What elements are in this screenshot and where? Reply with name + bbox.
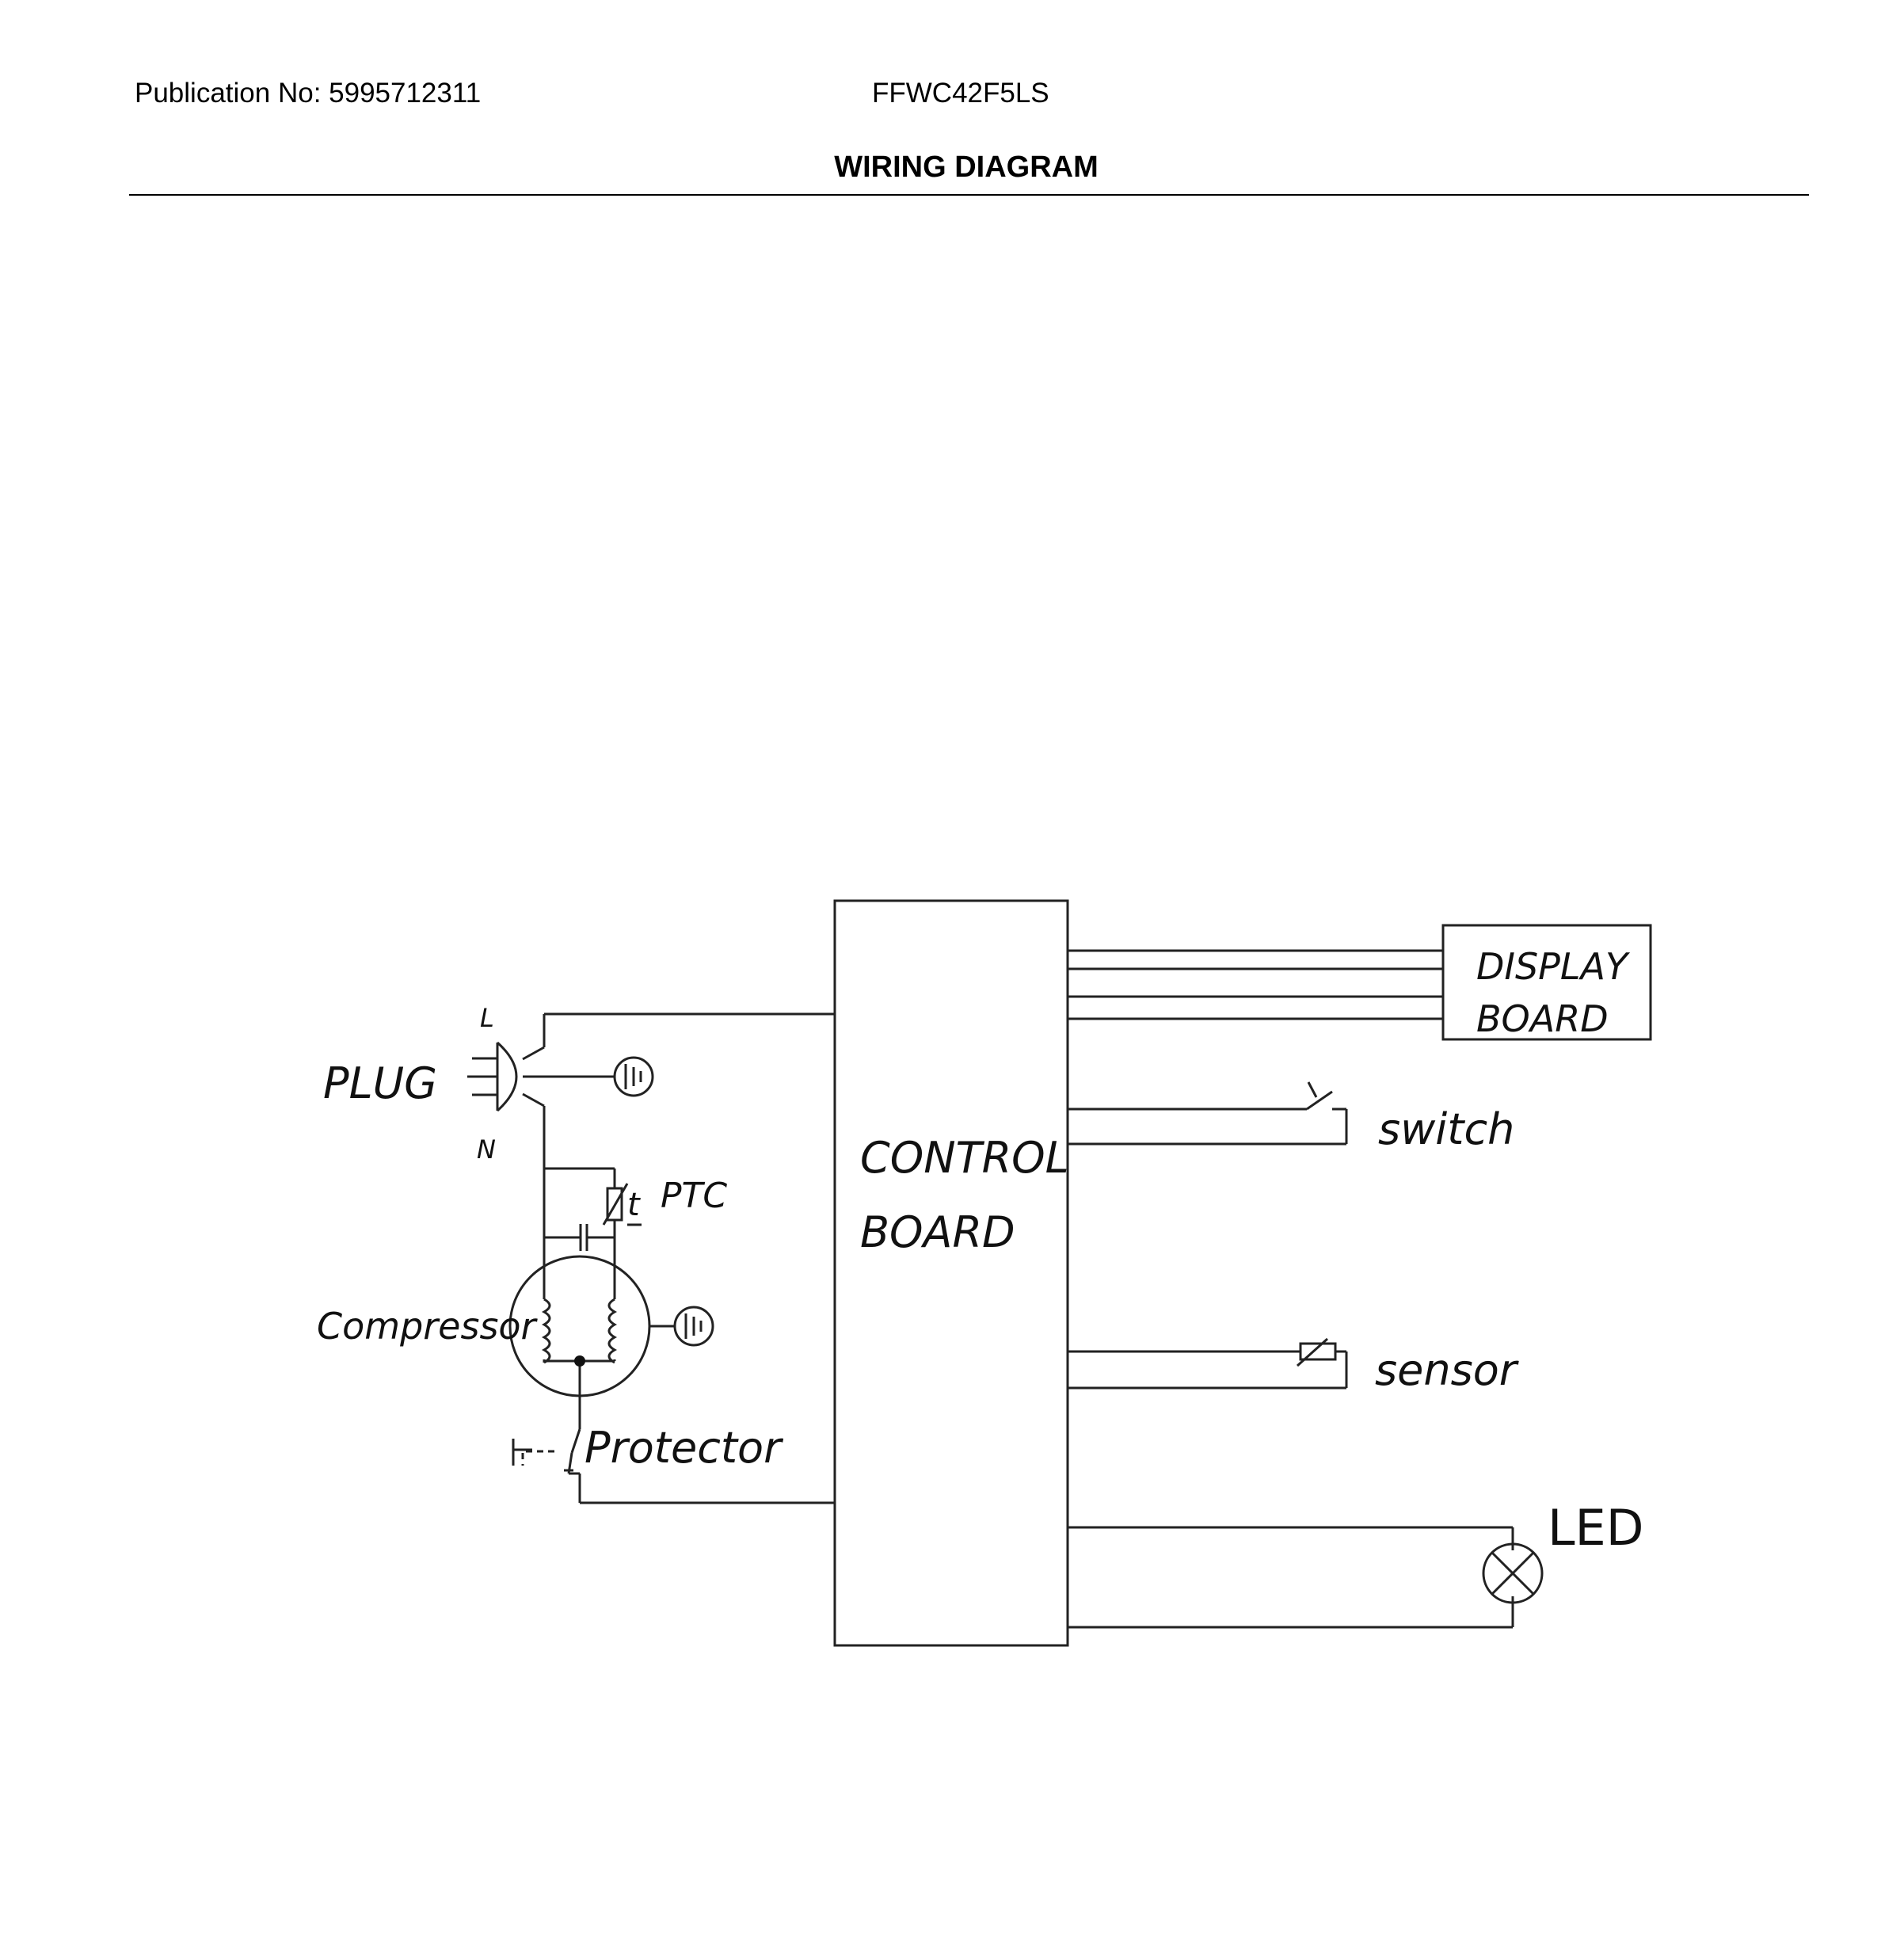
led-label: LED [1548,1499,1643,1557]
model-number: FFWC42F5LS [872,78,1049,109]
ptc-symbol [544,1167,642,1299]
led-lamp-symbol [1068,1526,1544,1629]
header-rule [129,194,1809,196]
ptc-label: PTC [661,1176,727,1216]
display-board-label-line2: BOARD [1476,997,1609,1040]
publication-number: Publication No: 5995712311 [135,78,482,109]
display-board-wires [1068,949,1443,1020]
control-board-box [833,899,1069,1647]
mains-wiring [522,1012,835,1169]
line-terminal-label: L [480,1003,494,1033]
protector-symbol [512,1428,835,1504]
capacitor-symbol [544,1224,615,1251]
sensor-label: sensor [1375,1345,1519,1395]
sensor-symbol [1068,1337,1348,1390]
plug-label: PLUG [323,1058,437,1108]
control-board-label-line1: CONTROL [860,1133,1069,1183]
ptc-temp-mark: t [627,1187,641,1223]
switch-label: switch [1378,1104,1514,1154]
protector-label: Protector [585,1423,783,1473]
compressor-label: Compressor [317,1305,539,1348]
plug-symbol [467,1041,518,1112]
compressor-ground-symbol [649,1306,714,1347]
display-board-box [1441,924,1652,1041]
control-board-label-line2: BOARD [860,1207,1015,1257]
compressor-common-node [574,1355,585,1367]
display-board-label-line1: DISPLAY [1476,945,1631,988]
neutral-terminal-label: N [477,1134,496,1165]
plug-ground-symbol [613,1056,654,1097]
switch-symbol [1068,1081,1348,1146]
page-title: WIRING DIAGRAM [834,151,1099,184]
